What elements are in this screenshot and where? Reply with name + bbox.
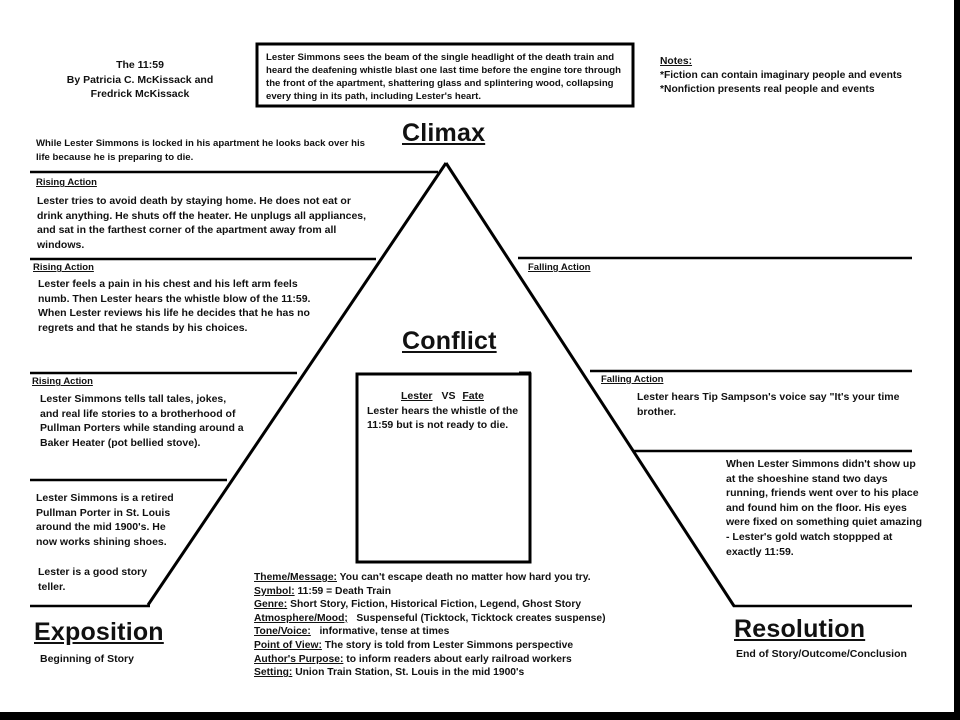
falling-action-2-text: Lester hears Tip Sampson's voice say "It… [637, 391, 900, 418]
exposition-heading: Exposition [34, 618, 164, 646]
resolution-heading: Resolution [734, 615, 866, 643]
story-element-purpose: Author's Purpose: to inform readers abou… [254, 653, 654, 667]
notes-block: Notes: *Fiction can contain imaginary pe… [660, 55, 940, 96]
conflict-antagonist: Fate [462, 390, 484, 402]
rising-action-1-text: Lester tries to avoid death by staying h… [37, 195, 367, 251]
conflict-protagonist: Lester [401, 390, 433, 402]
rising-action-2-text: Lester feels a pain in his chest and his… [38, 278, 311, 334]
conflict-box [355, 372, 532, 564]
rising-action-1-label: Rising Action [36, 177, 97, 188]
story-element-genre: Genre: Short Story, Fiction, Historical … [254, 598, 654, 612]
story-element-mood: Atmosphere/Mood; Suspenseful (Ticktock, … [254, 612, 654, 626]
story-element-symbol: Symbol: 11:59 = Death Train [254, 585, 654, 599]
triangle-left-side [146, 162, 448, 606]
falling-action-2-label: Falling Action [601, 374, 664, 385]
story-element-label: Author's Purpose: [254, 653, 344, 665]
story-element-value: to inform readers about early railroad w… [346, 653, 572, 665]
climax-lead-text: While Lester Simmons is locked in his ap… [36, 138, 365, 163]
resolution-subheading: End of Story/Outcome/Conclusion [736, 648, 907, 660]
climax-description-box [255, 42, 635, 108]
notes-line-fiction: *Fiction can contain imaginary people an… [660, 69, 903, 81]
resolution-text: When Lester Simmons didn't show up at th… [726, 458, 923, 558]
story-element-label: Genre: [254, 599, 288, 611]
story-element-label: Setting: [254, 667, 293, 679]
story-element-tone: Tone/Voice: informative, tense at times [254, 625, 654, 639]
conflict-description: Lester hears the whistle of the 11:59 bu… [367, 404, 519, 432]
story-authors-line1: By Patricia C. McKissack and [66, 73, 214, 86]
story-element-label: Point of View: [254, 639, 322, 651]
triangle-right-side [444, 162, 736, 607]
story-authors-line2: Fredrick McKissack [90, 88, 190, 101]
screen-edge-bar [954, 0, 960, 720]
story-element-label: Symbol: [254, 585, 295, 597]
story-element-value: Union Train Station, St. Louis in the mi… [295, 667, 525, 679]
story-element-value: You can't escape death no matter how har… [339, 572, 591, 583]
rising-action-3-text: Lester Simmons tells tall tales, jokes, … [40, 393, 244, 449]
story-element-value: Suspenseful (Ticktock, Ticktock creates … [356, 612, 606, 624]
story-element-setting: Setting: Union Train Station, St. Louis … [254, 666, 654, 680]
exposition-text-2: Lester is a good story teller. [38, 566, 148, 593]
exposition-text-1: Lester Simmons is a retired Pullman Port… [36, 492, 174, 548]
story-elements-list: Theme/Message: You can't escape death no… [254, 571, 654, 680]
climax-description-text: Lester Simmons sees the beam of the sing… [266, 52, 622, 102]
story-title-block: The 11:59 By Patricia C. McKissack and F… [30, 58, 250, 102]
story-element-value: informative, tense at times [319, 626, 450, 638]
conflict-versus: VS [441, 390, 456, 402]
story-element-label: Atmosphere/Mood; [254, 612, 348, 624]
exposition-subheading: Beginning of Story [40, 653, 134, 665]
story-element-label: Tone/Voice: [254, 626, 311, 638]
story-title: The 11:59 [116, 59, 164, 71]
notes-line-nonfiction: *Nonfiction presents real people and eve… [660, 83, 875, 95]
story-element-label: Theme/Message: [254, 572, 337, 583]
story-element-theme: Theme/Message: You can't escape death no… [254, 571, 654, 585]
story-element-point-of-view: Point of View: The story is told from Le… [254, 639, 654, 653]
story-element-value: 11:59 = Death Train [297, 585, 392, 597]
conflict-heading: Conflict [402, 327, 497, 355]
notes-heading: Notes: [660, 56, 693, 67]
rising-action-3-label: Rising Action [32, 376, 93, 387]
story-element-value: Short Story, Fiction, Historical Fiction… [290, 599, 582, 611]
falling-action-1-label: Falling Action [528, 262, 591, 273]
conflict-box-content: Lester VS Fate Lester hears the whistle … [367, 389, 525, 433]
story-element-value: The story is told from Lester Simmons pe… [324, 639, 574, 651]
rising-action-2-label: Rising Action [33, 262, 94, 273]
climax-heading: Climax [402, 119, 486, 147]
